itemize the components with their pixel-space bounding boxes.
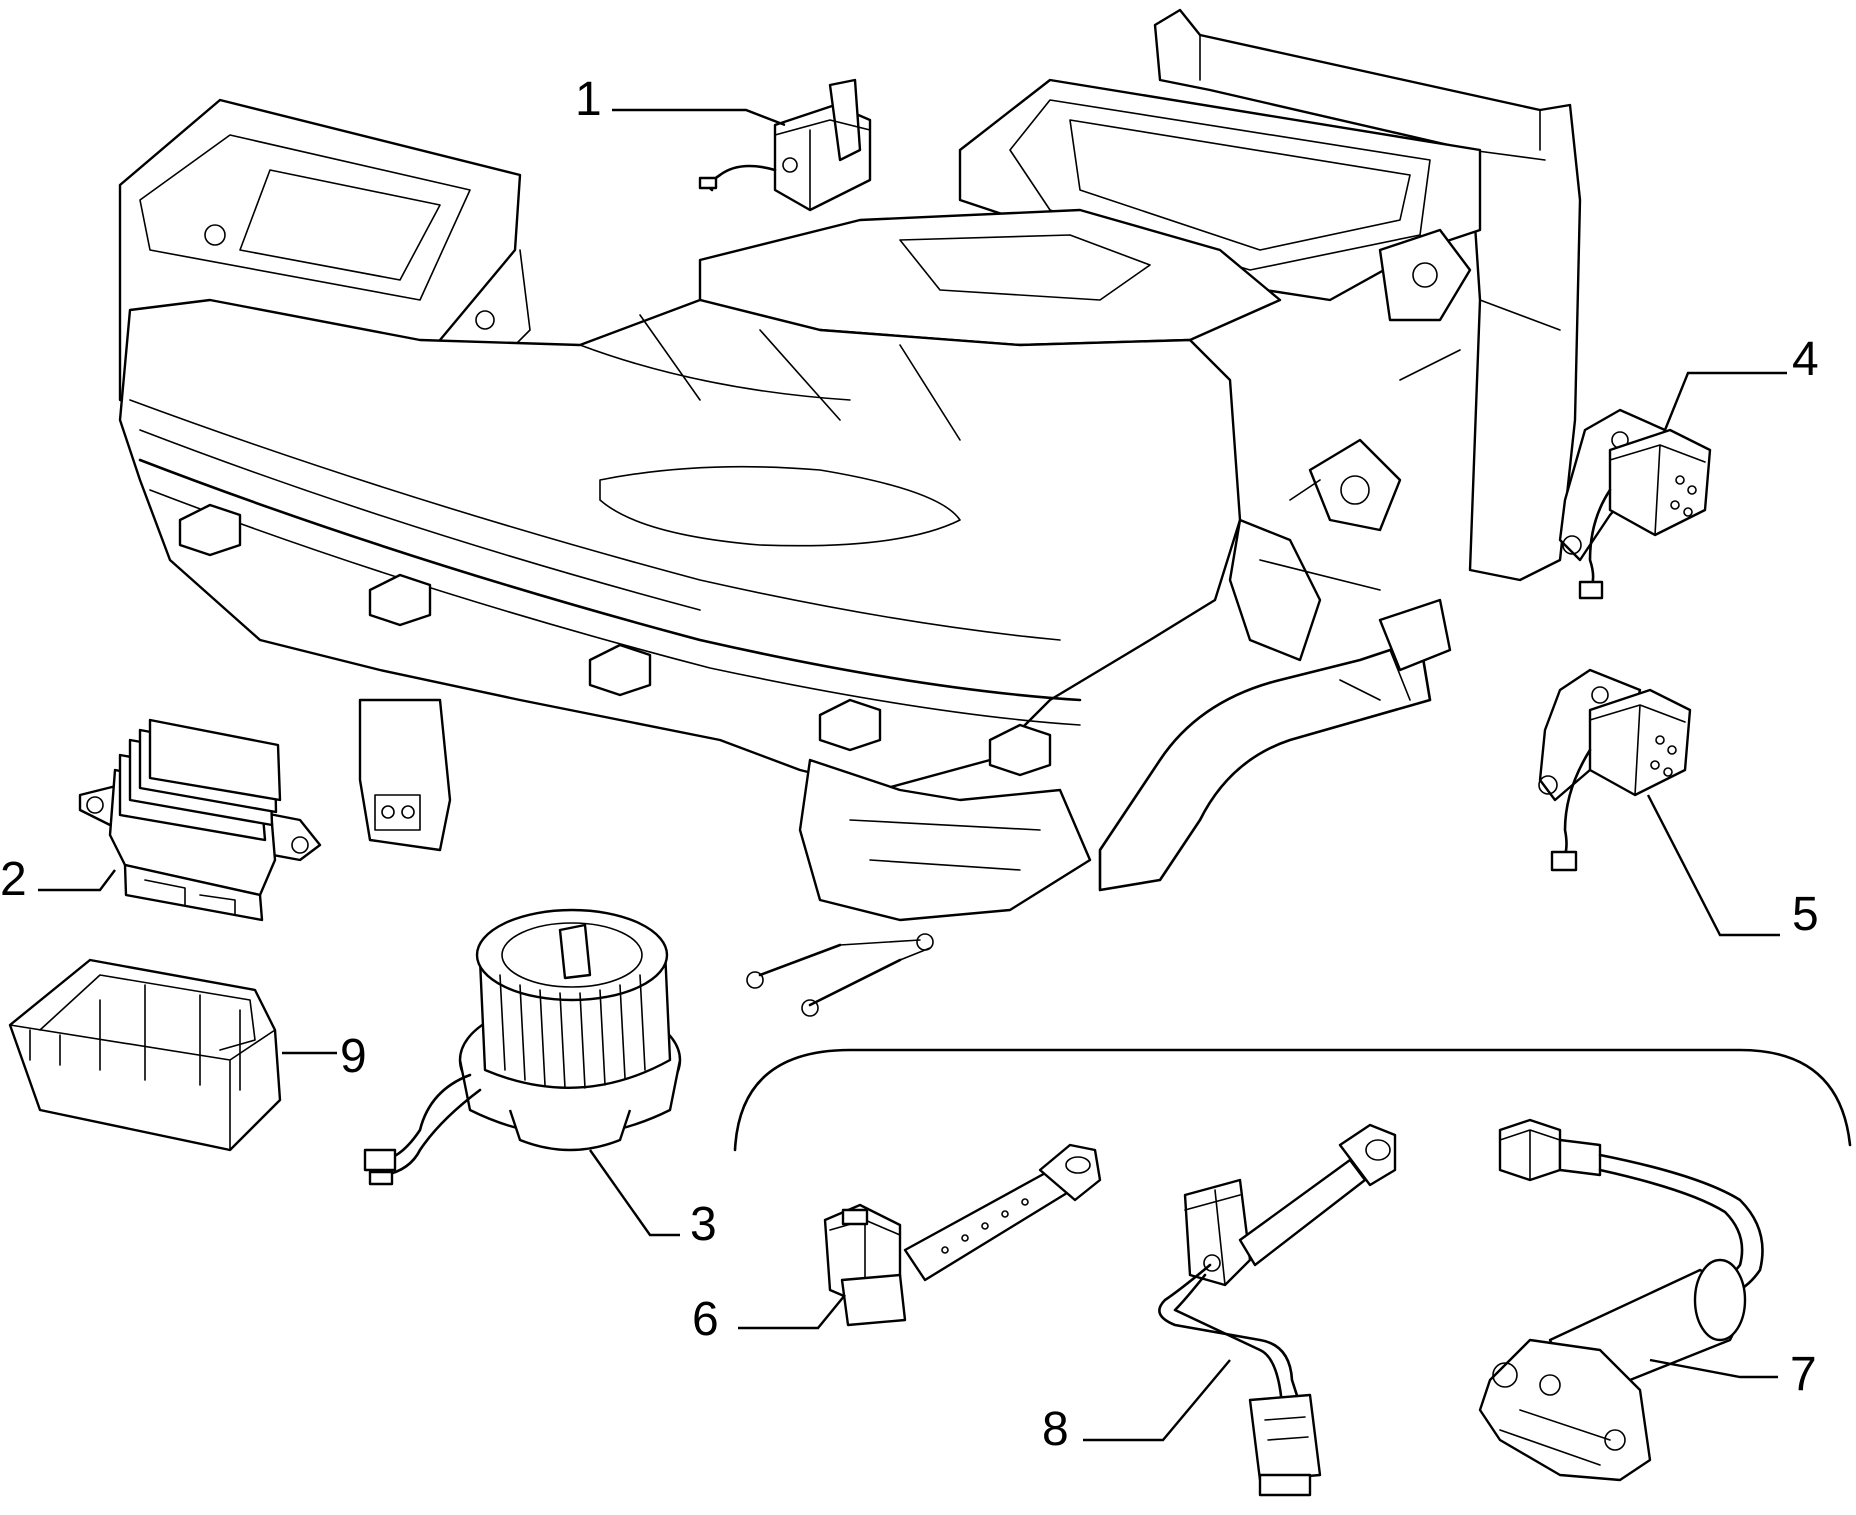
leader-4 <box>1663 371 1787 431</box>
part-1-actuator <box>698 78 872 212</box>
part-5-actuator-motor <box>1538 668 1692 872</box>
callout-2: 2 <box>0 853 27 906</box>
part-8-sensor-harness <box>1158 1123 1397 1497</box>
part-2-blower-resistor <box>78 718 322 922</box>
part-6-temperature-sensor <box>823 1143 1102 1327</box>
leader-1 <box>612 108 786 127</box>
callout-8: 8 <box>1042 1403 1069 1456</box>
heater-housing-assembly <box>118 8 1582 1017</box>
callout-5: 5 <box>1792 888 1819 941</box>
callout-3: 3 <box>690 1198 717 1251</box>
callout-numbers: 1 2 3 4 5 6 7 8 9 <box>0 73 1819 1456</box>
leader-8 <box>1083 1359 1231 1442</box>
callout-9: 9 <box>340 1030 367 1083</box>
part-7-actuator-harness <box>1478 1118 1764 1482</box>
callout-6: 6 <box>692 1293 719 1346</box>
part-4-actuator-motor <box>1558 408 1712 600</box>
part-3-blower-motor-fan <box>363 908 682 1186</box>
leader-5 <box>1646 794 1780 937</box>
callout-1: 1 <box>575 73 602 126</box>
leader-7 <box>1649 1358 1778 1379</box>
group-bracket-arc <box>733 1048 1852 1152</box>
leader-2 <box>38 869 116 892</box>
leader-lines <box>38 108 1787 1442</box>
leader-6 <box>738 1294 846 1330</box>
leader-3 <box>589 1149 680 1237</box>
part-9-filter-housing <box>8 958 282 1152</box>
callout-4: 4 <box>1792 333 1819 386</box>
callout-7: 7 <box>1790 1348 1817 1401</box>
